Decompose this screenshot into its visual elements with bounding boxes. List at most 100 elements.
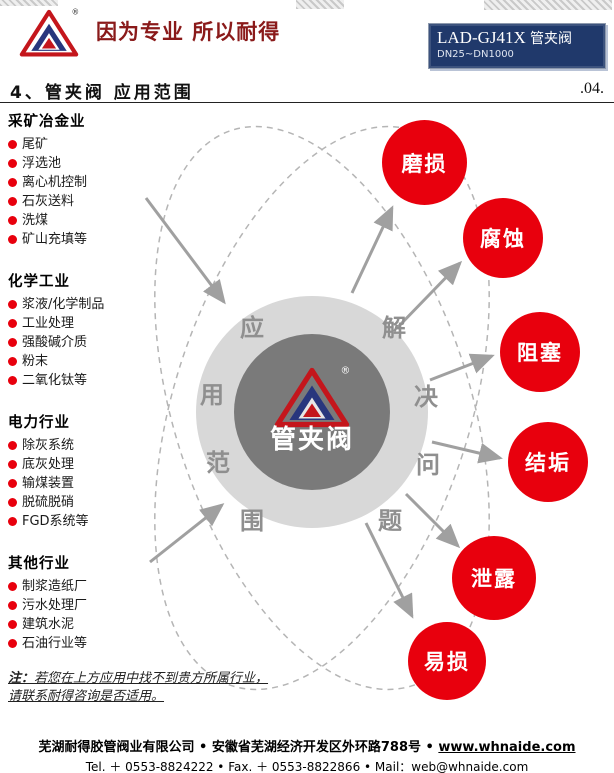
list-item: 二氧化钛等 [8,371,176,390]
registered-mark: ® [71,7,79,16]
footnote-line1: 注：若您在上方应用中找不到贵方所属行业， [8,670,268,688]
industry-section-mining: 采矿冶金业 尾矿 浮选池 离心机控制 石灰送料 洗煤 矿山充填等 [8,110,176,249]
bullet-icon [8,338,17,347]
footer-separator: • [199,740,208,755]
list-item: 尾矿 [8,135,176,154]
problem-circle-wear: 易损 [408,622,486,700]
problem-circle-corrosion: 腐蚀 [463,198,543,278]
heading-divider [0,102,614,103]
list-item: 底灰处理 [8,455,176,474]
arrow-group [144,197,503,619]
list-item-label: 污水处理厂 [22,598,88,613]
industry-list: 采矿冶金业 尾矿 浮选池 离心机控制 石灰送料 洗煤 矿山充填等 化学工业 浆液… [8,110,176,674]
list-item: 除灰系统 [8,436,176,455]
list-item: 浆液/化学制品 [8,295,176,314]
footer-address: 安徽省芜湖经济开发区外环路788号 [211,740,421,755]
triangle-logo-icon: ® [274,365,351,427]
industry-section-title: 采矿冶金业 [8,114,86,130]
arc-char-right: 决 [414,383,438,411]
footnote-line2: 请联系耐得咨询是否适用。 [8,689,165,704]
list-item: FGD系统等 [8,512,176,531]
list-item-label: 矿山充填等 [22,232,88,247]
arc-char-left: 应 [240,314,264,342]
list-item-label: 输煤装置 [22,476,75,491]
page-number: .04. [580,80,604,97]
dashed-ellipse-group [154,125,490,691]
industry-section-title: 其他行业 [8,556,70,572]
arc-char-right: 题 [378,507,402,535]
bullet-icon [8,639,17,648]
list-item-label: 浆液/化学制品 [22,297,105,312]
bullet-icon [8,601,17,610]
product-model-line: LAD-GJ41X 管夹阀 [437,28,597,48]
scan-artifact-left [0,0,58,6]
list-item: 脱硫脱硝 [8,493,176,512]
list-item: 浮选池 [8,154,176,173]
industry-section-chemical: 化学工业 浆液/化学制品 工业处理 强酸碱介质 粉末 二氧化钛等 [8,270,176,390]
list-item-label: 底灰处理 [22,457,75,472]
center-product-circle: ® 管夹阀 [234,334,390,490]
product-name: 管夹阀 [530,31,573,47]
list-item: 工业处理 [8,314,176,333]
list-item: 强酸碱介质 [8,333,176,352]
bullet-icon [8,216,17,225]
list-item: 石灰送料 [8,192,176,211]
product-size-range: DN25~DN1000 [437,49,514,60]
list-item-label: 脱硫脱硝 [22,495,75,510]
center-product-label: 管夹阀 [269,424,354,455]
bullet-icon [8,197,17,206]
industry-section-power: 电力行业 除灰系统 底灰处理 输煤装置 脱硫脱硝 FGD系统等 [8,411,176,531]
list-item-label: 粉末 [22,354,49,369]
bullet-icon [8,319,17,328]
product-model: LAD-GJ41X [437,28,526,47]
footer-separator: • [425,740,434,755]
scan-artifact-center [296,0,344,9]
problem-circle-abrasion: 磨损 [382,120,467,205]
list-item: 离心机控制 [8,173,176,192]
product-model-box: LAD-GJ41X 管夹阀 DN25~DN1000 [428,23,606,69]
bullet-icon [8,376,17,385]
arc-char-left: 围 [240,507,264,535]
footnote-prefix: 注： [8,671,35,686]
bullet-icon [8,140,17,149]
footer-contact-line: Tel. ＋ 0553-8824222 • Fax. ＋ 0553-882286… [85,760,529,773]
company-logo: ® [16,6,82,58]
list-item-label: 二氧化钛等 [22,373,88,388]
bullet-icon [8,235,17,244]
footer-website-link[interactable]: www.whnaide.com [438,740,576,755]
list-item: 污水处理厂 [8,596,176,615]
arc-char-right: 解 [382,314,406,342]
arc-char-right: 问 [416,451,440,479]
problem-circle-scaling: 结垢 [508,422,588,502]
list-item-label: 浮选池 [22,156,62,171]
bullet-icon [8,517,17,526]
list-item-label: 工业处理 [22,316,75,331]
page-title: 4、管夹阀 应用范围 [10,83,194,103]
industry-section-other: 其他行业 制浆造纸厂 污水处理厂 建筑水泥 石油行业等 [8,552,176,653]
list-item-label: 强酸碱介质 [22,335,88,350]
scan-artifact-right [484,0,612,10]
list-item-label: 离心机控制 [22,175,88,190]
footnote: 注：若您在上方应用中找不到贵方所属行业， 请联系耐得咨询是否适用。 [8,670,268,706]
list-item-label: 除灰系统 [22,438,75,453]
bullet-icon [8,159,17,168]
bullet-icon [8,620,17,629]
list-item: 石油行业等 [8,634,176,653]
footer: 芜湖耐得胶管阀业有限公司 • 安徽省芜湖经济开发区外环路788号 • www.w… [0,736,614,773]
list-item: 矿山充填等 [8,230,176,249]
bullet-icon [8,357,17,366]
company-slogan: 因为专业 所以耐得 [96,20,281,44]
bullet-icon [8,300,17,309]
industry-section-title: 化学工业 [8,274,70,290]
problem-circle-clogging: 阻塞 [500,312,580,392]
bullet-icon [8,582,17,591]
bullet-icon [8,178,17,187]
list-item: 洗煤 [8,211,176,230]
industry-section-title: 电力行业 [8,415,70,431]
list-item: 制浆造纸厂 [8,577,176,596]
triangle-logo-icon: ® [19,7,79,57]
list-item-label: 洗煤 [22,213,49,228]
list-item-label: 制浆造纸厂 [22,579,88,594]
registered-mark: ® [341,365,351,376]
